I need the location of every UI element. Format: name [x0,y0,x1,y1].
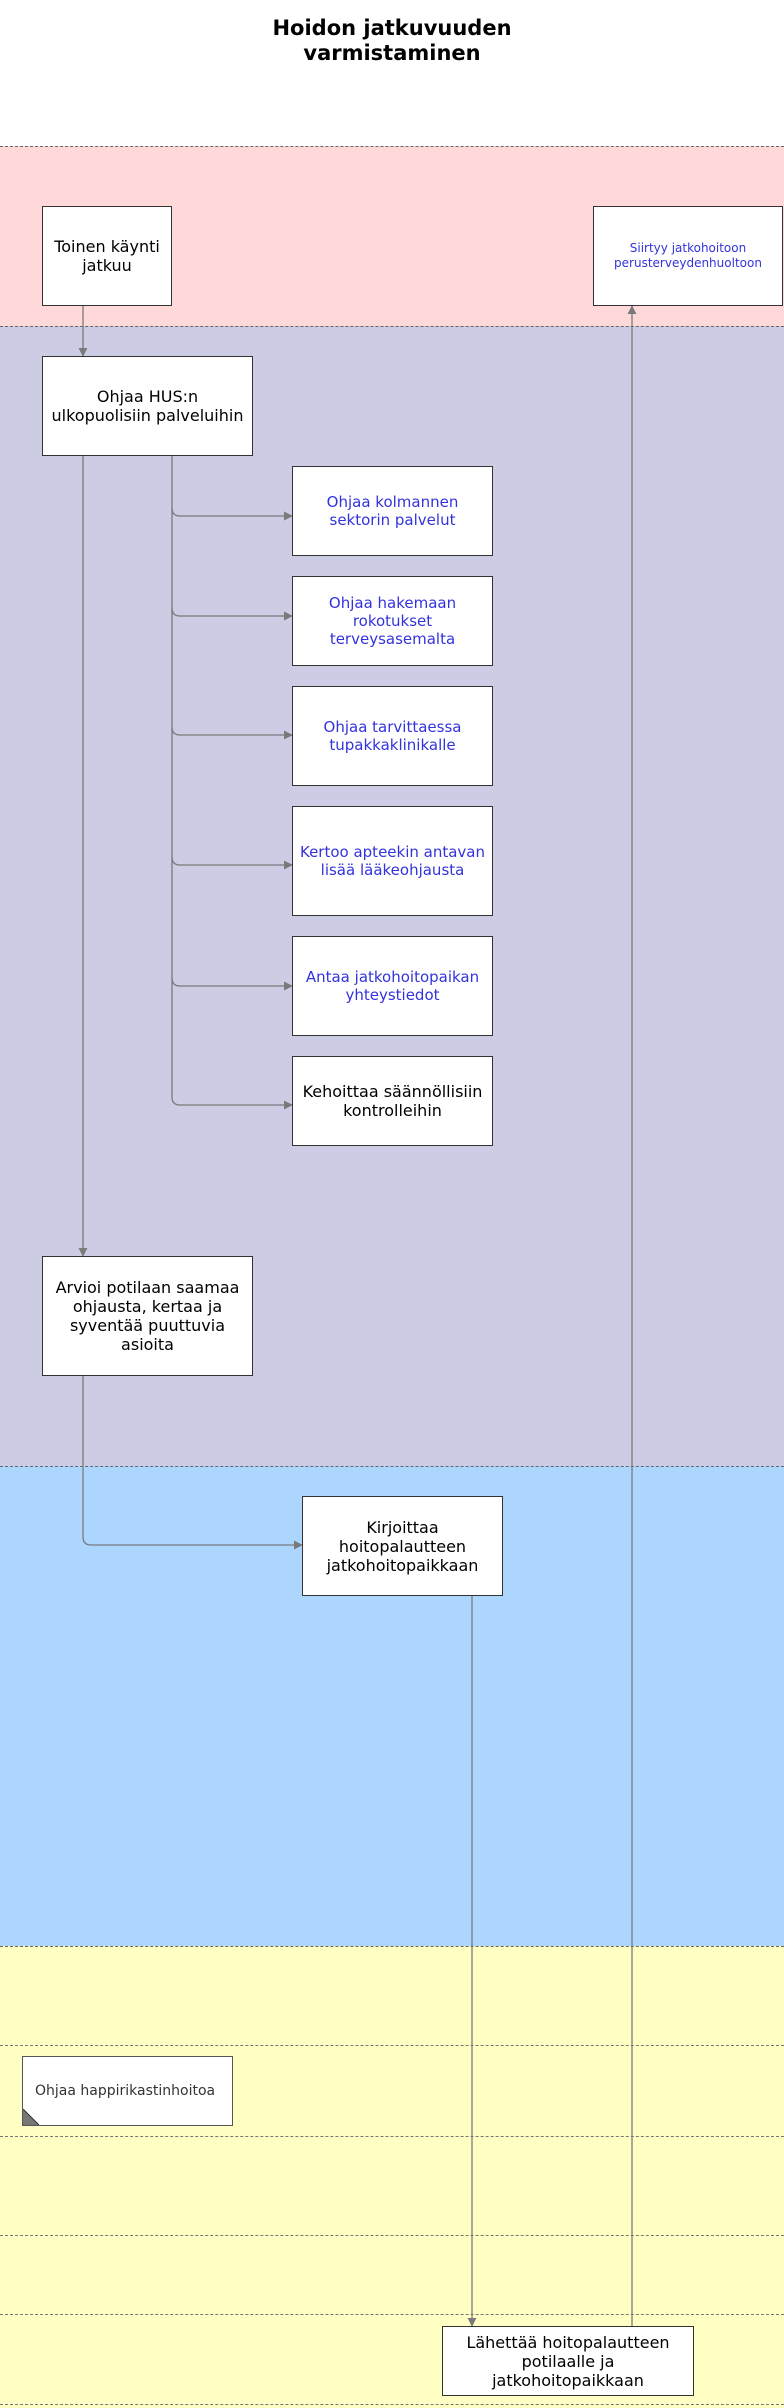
lane-divider [0,2404,784,2405]
box-kirjoittaa[interactable]: Kirjoittaa hoitopalautteen jatkohoitopai… [302,1496,503,1596]
note-happirikastin[interactable]: Ohjaa happirikastinhoitoa [22,2056,233,2126]
box-kontrollit[interactable]: Kehoittaa säännöllisiin kontrolleihin [292,1056,493,1146]
box-lahettaa-label: Lähettää hoitopalautteen potilaalle ja j… [466,2332,670,2390]
box-arvioi-label: Arvioi potilaan saamaa ohjausta, kertaa … [55,1278,240,1354]
box-kirjoittaa-label: Kirjoittaa hoitopalautteen jatkohoitopai… [326,1517,479,1575]
lane-divider [0,2045,784,2046]
box-ohjaa-hus-label: Ohjaa HUS:n ulkopuolisiin palveluihin [51,387,244,425]
box-ohjaa-hus[interactable]: Ohjaa HUS:n ulkopuolisiin palveluihin [42,356,253,456]
box-tupakkaklinikka-label: Ohjaa tarvittaessa tupakkaklinikalle [323,718,462,754]
arrow-ohjaa-to-yhteystiedot [171,857,293,991]
box-kontrollit-label: Kehoittaa säännöllisiin kontrolleihin [302,1082,483,1120]
note-corner-icon [23,2109,39,2125]
box-yhteystiedot[interactable]: Antaa jatkohoitopaikan yhteystiedot [292,936,493,1036]
box-toinen-kaynti-label: Toinen käynti jatkuu [54,237,160,275]
diagram-title-line1: Hoidon jatkuvuuden [272,16,512,40]
box-siirtyy-jatkohoitoon[interactable]: Siirtyy jatkohoitoon perusterveydenhuolt… [593,206,783,306]
box-apteekki-label: Kertoo apteekin antavan lisää lääkeohjau… [299,843,486,879]
arrow-ohjaa-to-tupakka [171,608,293,740]
lane-divider [0,2235,784,2236]
box-rokotukset[interactable]: Ohjaa hakemaan rokotukset terveysasemalt… [292,576,493,666]
box-siirtyy-label: Siirtyy jatkohoitoon perusterveydenhuolt… [614,241,762,270]
box-kolmas-sektori-label: Ohjaa kolmannen sektorin palvelut [326,493,459,529]
lane-divider [0,2314,784,2315]
arrow-arvioi-to-kirjoittaa [82,1376,303,1550]
arrow-ohjaa-to-kontrollit [171,978,293,1110]
box-tupakkaklinikka[interactable]: Ohjaa tarvittaessa tupakkaklinikalle [292,686,493,786]
arrow-ohjaa-to-rokotukset [171,508,293,621]
lane-divider [0,2136,784,2137]
diagram-title-line2: varmistaminen [303,41,481,65]
note-happirikastin-label: Ohjaa happirikastinhoitoa [35,2083,216,2099]
box-kolmas-sektori[interactable]: Ohjaa kolmannen sektorin palvelut [292,466,493,556]
diagram-title: Hoidon jatkuvuuden varmistaminen [0,16,784,66]
box-apteekki[interactable]: Kertoo apteekin antavan lisää lääkeohjau… [292,806,493,916]
box-arvioi[interactable]: Arvioi potilaan saamaa ohjausta, kertaa … [42,1256,253,1376]
box-rokotukset-label: Ohjaa hakemaan rokotukset terveysasemalt… [328,594,457,648]
arrow-ohjaa-to-apteekki [171,727,293,870]
box-lahettaa[interactable]: Lähettää hoitopalautteen potilaalle ja j… [442,2326,694,2396]
arrow-ohjaa-to-kolmas [171,456,293,521]
box-toinen-kaynti[interactable]: Toinen käynti jatkuu [42,206,172,306]
box-yhteystiedot-label: Antaa jatkohoitopaikan yhteystiedot [305,968,480,1004]
